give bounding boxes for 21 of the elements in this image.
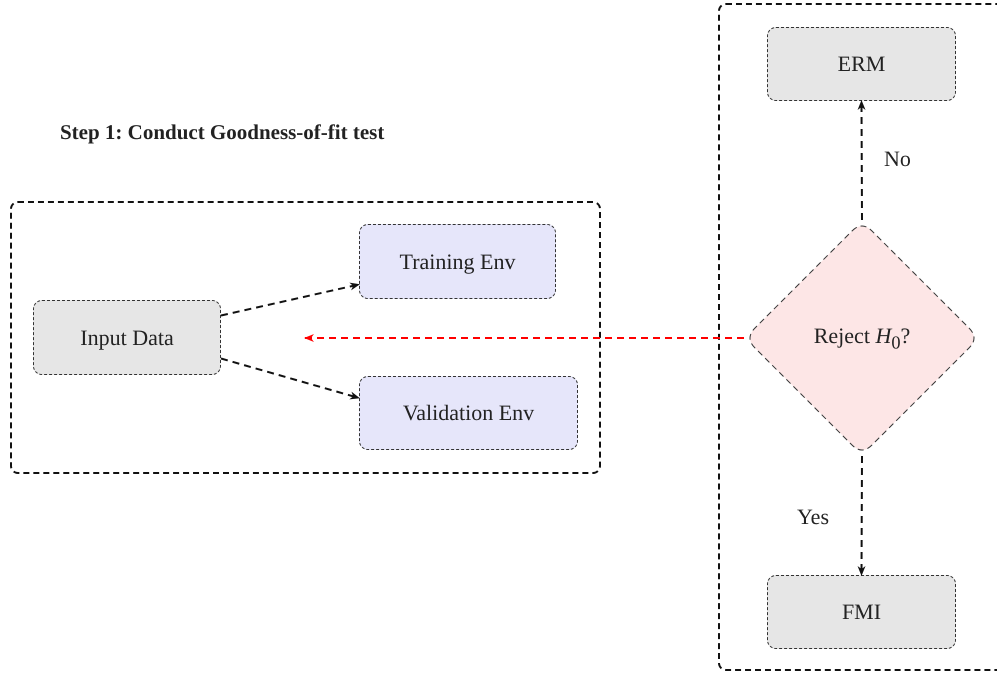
node-label: ERM (838, 51, 886, 77)
arrow (858, 100, 866, 220)
group-container (718, 3, 997, 671)
process-box (767, 575, 956, 649)
process-box (359, 376, 578, 450)
process-box (767, 27, 956, 101)
section-heading: Step 1: Conduct Goodness-of-fit test (60, 120, 384, 145)
node-label: Reject H$_{0}$? (814, 322, 910, 354)
edge-label: No (884, 146, 911, 172)
arrow (304, 334, 744, 342)
node-label: Input Data (80, 324, 174, 350)
process-box (359, 224, 556, 299)
group-container (10, 201, 601, 474)
node-label: FMI (842, 599, 882, 625)
node-label: Training Env (400, 248, 516, 274)
node-label: Validation Env (402, 400, 534, 426)
arrow (220, 358, 360, 400)
arrow (220, 282, 360, 316)
arrow (858, 456, 866, 576)
process-box (33, 300, 221, 375)
edge-label: Yes (797, 504, 830, 530)
